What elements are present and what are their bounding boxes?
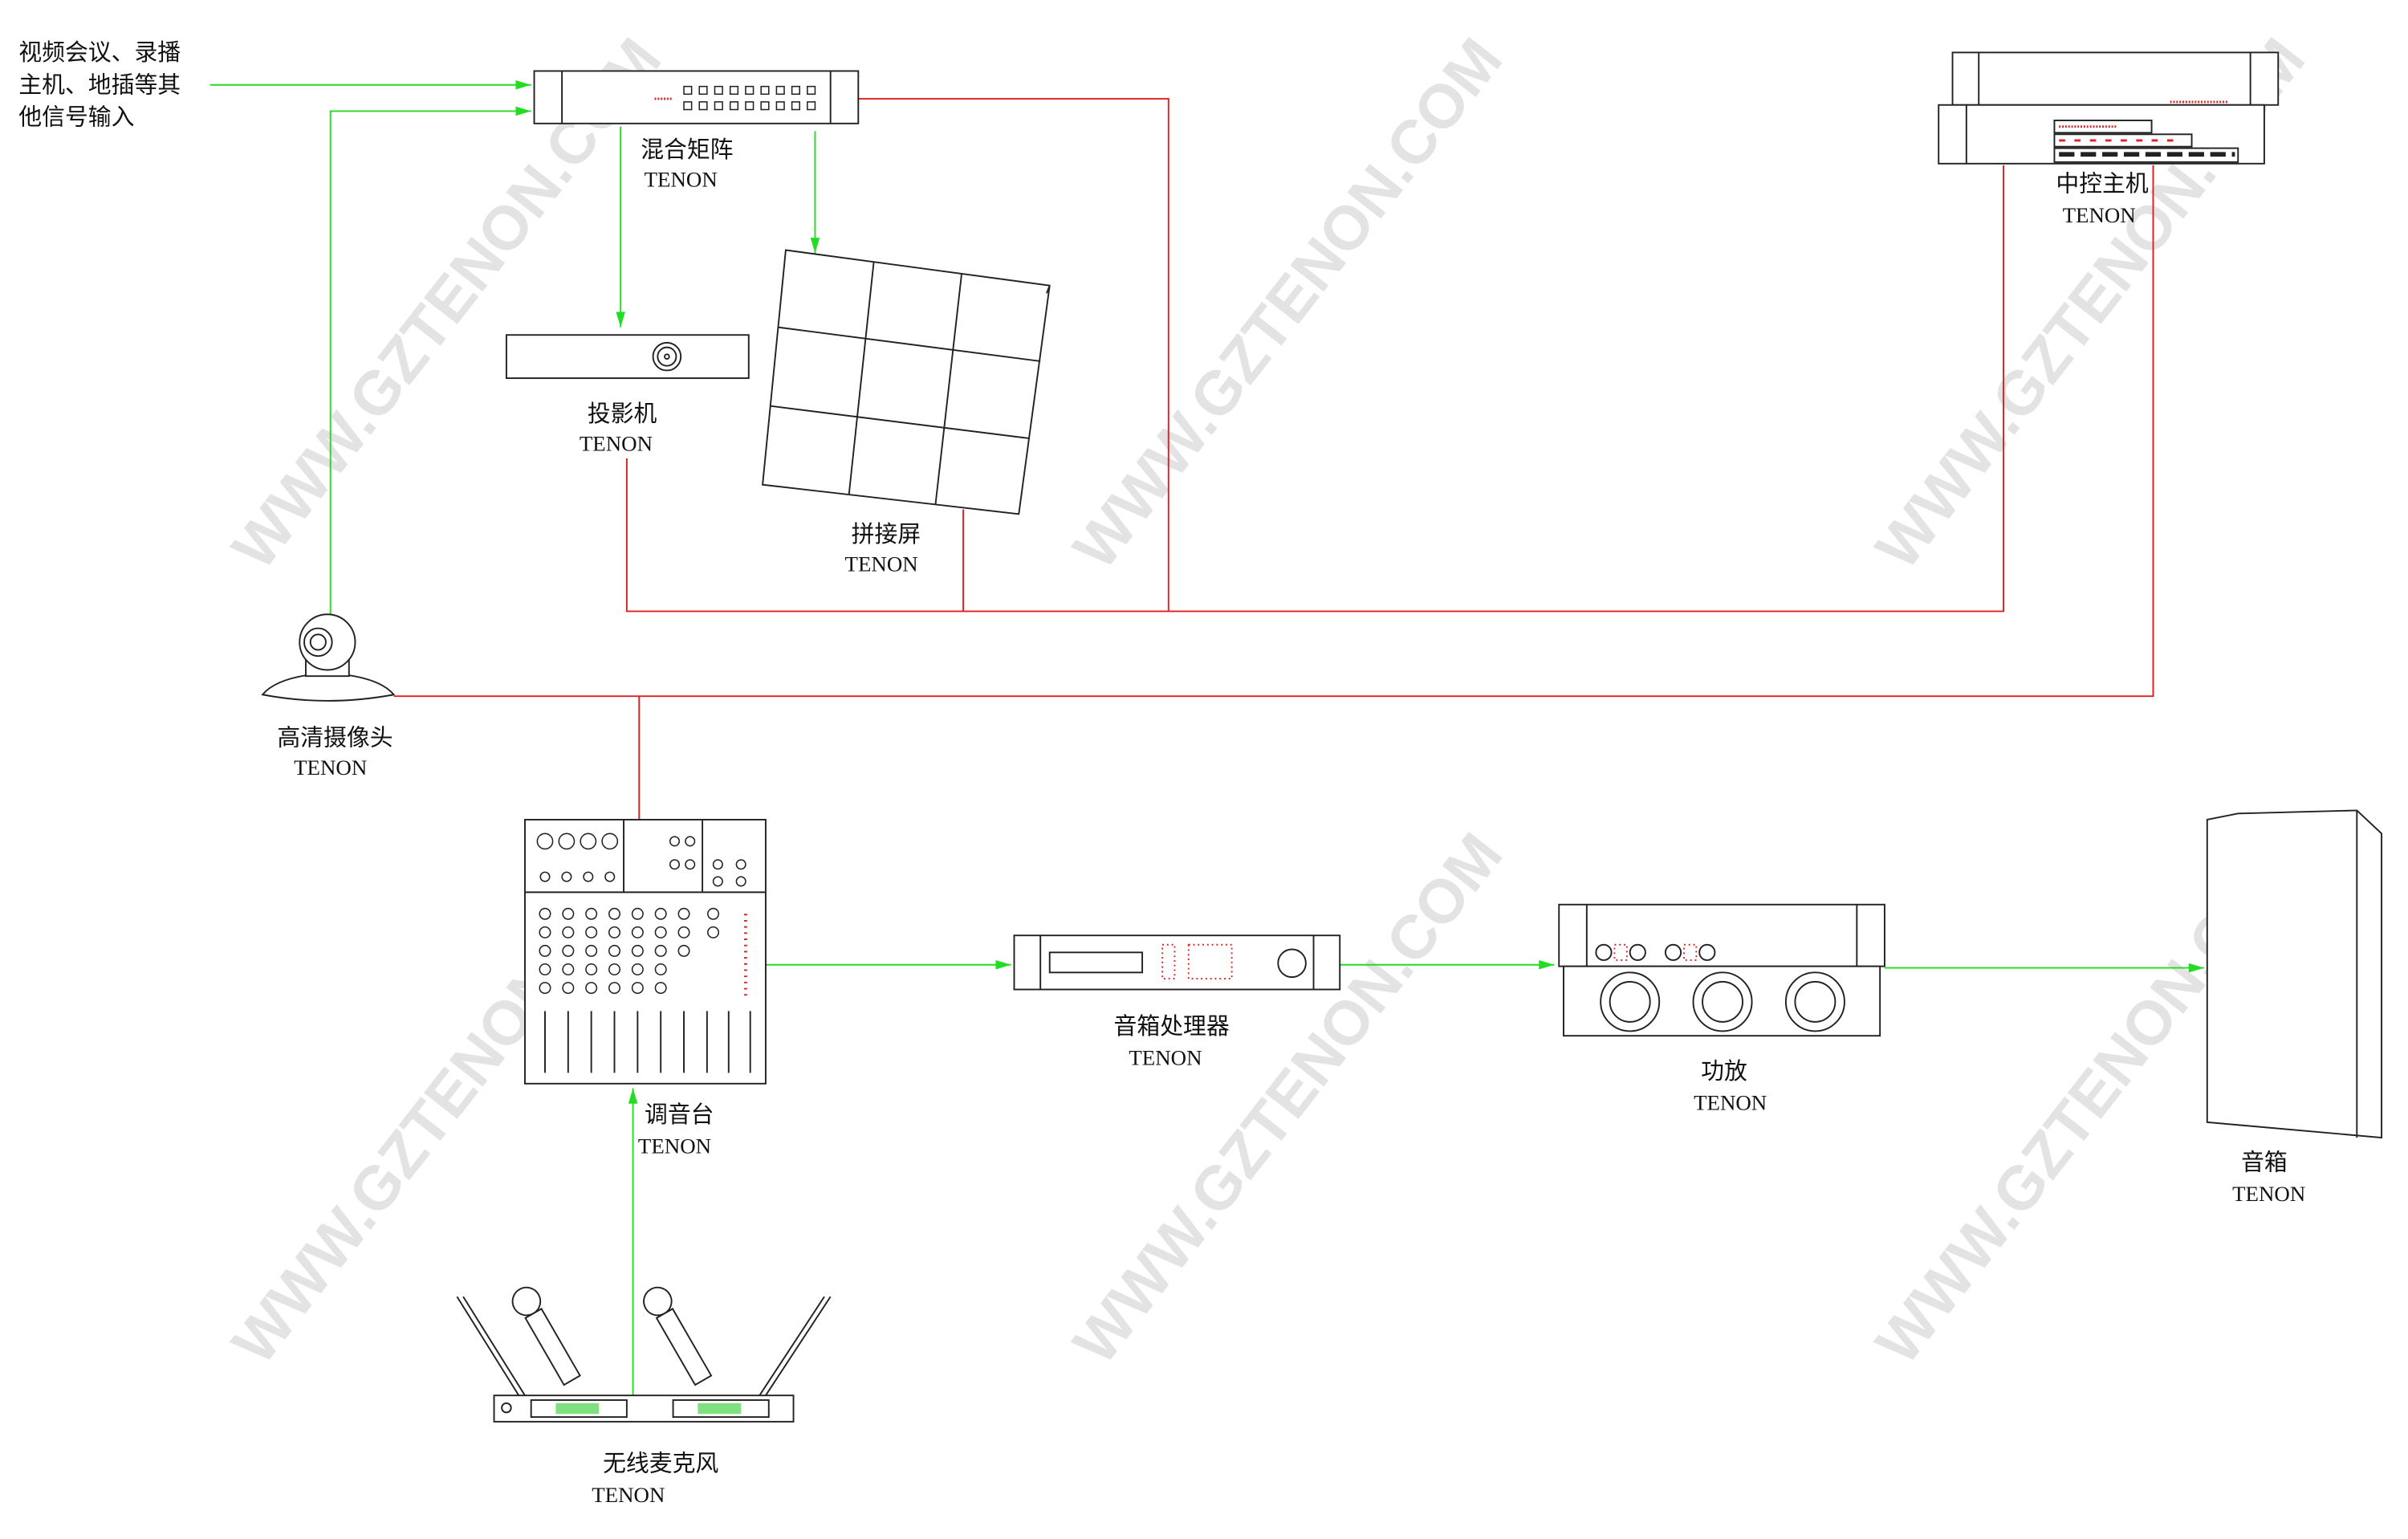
input-note-line: 主机、地插等其 xyxy=(18,71,181,98)
mixer-label: 调音台 xyxy=(645,1101,714,1128)
wireless-mic-label: 无线麦克风 xyxy=(603,1449,718,1476)
video-wall-label: 拼接屏 xyxy=(852,520,921,548)
projector-label: 投影机 xyxy=(588,400,657,427)
amplifier-device[interactable] xyxy=(1558,903,1885,1037)
control-signal-lines xyxy=(393,98,2154,820)
wireless-mic-device[interactable] xyxy=(456,1282,832,1423)
wireless-mic-brand: TENON xyxy=(592,1483,665,1507)
controller-brand: TENON xyxy=(2063,203,2136,227)
matrix-device[interactable] xyxy=(533,70,860,124)
video-wall-brand: TENON xyxy=(845,552,918,576)
processor-brand: TENON xyxy=(1129,1046,1202,1070)
processor-device[interactable] xyxy=(1013,934,1341,991)
amplifier-brand: TENON xyxy=(1694,1090,1767,1114)
mixer-device[interactable] xyxy=(524,819,767,1085)
speaker-label: 音箱 xyxy=(2241,1148,2288,1175)
camera-brand: TENON xyxy=(294,755,367,780)
video-signal-lines xyxy=(209,79,2204,1398)
video-wall-device[interactable] xyxy=(762,249,1051,515)
input-note-line: 视频会议、录播 xyxy=(18,39,181,66)
processor-label: 音箱处理器 xyxy=(1114,1012,1230,1040)
projector-device[interactable] xyxy=(505,334,750,380)
speaker-brand: TENON xyxy=(2232,1182,2305,1206)
mixer-brand: TENON xyxy=(638,1134,711,1158)
matrix-label: 混合矩阵 xyxy=(641,136,733,163)
input-note-line: 他信号输入 xyxy=(18,104,134,131)
speaker-device[interactable] xyxy=(2206,809,2383,1139)
controller-label: 中控主机 xyxy=(2056,169,2148,197)
camera-device[interactable] xyxy=(261,613,396,702)
camera-label: 高清摄像头 xyxy=(277,724,393,751)
projector-brand: TENON xyxy=(580,431,653,455)
watermark: WWW.GZTENON.COM xyxy=(1060,26,1515,582)
amplifier-label: 功放 xyxy=(1701,1057,1747,1085)
controller-device[interactable] xyxy=(1938,51,2280,165)
matrix-brand: TENON xyxy=(645,168,718,192)
watermark: WWW.GZTENON.COM xyxy=(1060,820,1515,1377)
